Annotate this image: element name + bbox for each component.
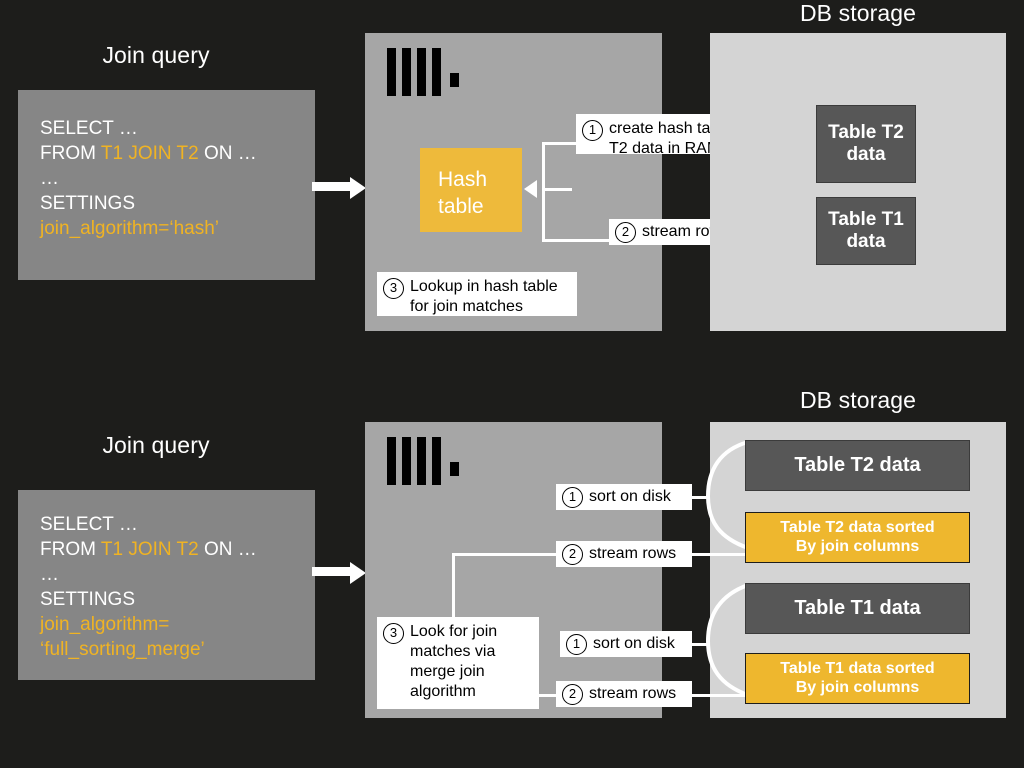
bottom-table-t1-chip: Table T1 data bbox=[745, 583, 970, 634]
bottom-callout-1-text: sort on disk bbox=[589, 488, 671, 505]
bottom-callout-stream-t1: 2 stream rows bbox=[556, 681, 692, 707]
bottom-table-t1-line-1: Table T1 data bbox=[794, 596, 921, 619]
bottom-table-t2-sorted-line-2: By join columns bbox=[795, 537, 920, 555]
bottom-table-t1-sorted-line-1: Table T1 data sorted bbox=[780, 659, 935, 677]
bottom-query-line-6: ‘full_sorting_merge’ bbox=[40, 639, 205, 660]
bottom-query-line-3: … bbox=[40, 564, 59, 585]
bottom-callout-4-text: stream rows bbox=[589, 685, 677, 702]
top-callout-2-text: stream rows bbox=[642, 223, 730, 240]
bottom-table-t1-sorted-line-2: By join columns bbox=[795, 678, 920, 696]
bottom-query-line-1: SELECT … bbox=[40, 514, 138, 535]
bottom-callout-sort-t1: 1 sort on disk bbox=[560, 631, 692, 657]
bottom-callout-2-number: 2 bbox=[562, 544, 583, 565]
bottom-query-from-kw: FROM bbox=[40, 539, 101, 560]
top-query-tables: T1 JOIN T2 bbox=[100, 143, 199, 164]
top-callout-1-number: 1 bbox=[582, 120, 603, 141]
top-table-t1-line-2: data bbox=[846, 231, 886, 252]
top-query-line-1: SELECT … bbox=[40, 118, 138, 139]
top-callout-3-text: Lookup in hash table for join matches bbox=[410, 278, 558, 315]
top-callout-2-number: 2 bbox=[615, 222, 636, 243]
bottom-table-t2-sorted-line-1: Table T2 data sorted bbox=[780, 518, 935, 536]
top-db-storage-heading: DB storage bbox=[799, 0, 917, 26]
bottom-query-tables: T1 JOIN T2 bbox=[100, 539, 199, 560]
bottom-query-line-2: FROM T1 JOIN T2 ON … bbox=[40, 537, 293, 562]
top-table-t2-line-2: data bbox=[846, 144, 886, 165]
bottom-callout-3-number: 1 bbox=[566, 634, 587, 655]
clickhouse-logo-icon bbox=[387, 48, 472, 96]
bottom-callout-stream-t2: 2 stream rows bbox=[556, 541, 692, 567]
arrow-right-icon bbox=[350, 177, 366, 199]
top-query-line-3: … bbox=[40, 168, 59, 189]
top-query-box: SELECT … FROM T1 JOIN T2 ON … … SETTINGS… bbox=[18, 90, 315, 280]
top-query-on-kw: ON … bbox=[198, 143, 257, 164]
bottom-callout-merge-join: 3 Look for join matches via merge join a… bbox=[377, 617, 539, 709]
bottom-join-query-heading: Join query bbox=[102, 432, 210, 458]
top-table-t2-chip: Table T2 data bbox=[816, 105, 916, 183]
bottom-table-t2-sorted-chip: Table T2 data sorted By join columns bbox=[745, 512, 970, 563]
bottom-callout-sort-t2: 1 sort on disk bbox=[556, 484, 692, 510]
top-join-query-heading: Join query bbox=[102, 42, 210, 68]
clickhouse-logo-icon bbox=[387, 437, 472, 485]
bottom-callout-5-text: Look for join matches via merge join alg… bbox=[410, 623, 498, 700]
bottom-callout-3-text: sort on disk bbox=[593, 635, 675, 652]
bottom-callout-1-number: 1 bbox=[562, 487, 583, 508]
bottom-bracket-t1 bbox=[705, 583, 749, 697]
bottom-bracket-t2 bbox=[705, 440, 749, 550]
top-table-t1-line-1: Table T1 bbox=[828, 208, 904, 230]
top-table-t2-line-1: Table T2 bbox=[828, 121, 904, 143]
bottom-callout-4-number: 2 bbox=[562, 684, 583, 705]
hash-table-box: Hash table bbox=[420, 148, 522, 232]
bottom-query-line-5: join_algorithm= bbox=[40, 614, 170, 635]
hash-table-line-1: Hash bbox=[438, 168, 488, 191]
arrow-left-icon bbox=[524, 180, 537, 198]
bottom-table-t2-line-1: Table T2 data bbox=[794, 453, 921, 476]
bottom-query-on-kw: ON … bbox=[198, 539, 257, 560]
bottom-flow-arrow bbox=[312, 562, 367, 584]
top-query-line-4: SETTINGS bbox=[40, 193, 136, 214]
arrow-right-icon bbox=[350, 562, 366, 584]
bottom-callout-2-text: stream rows bbox=[589, 545, 677, 562]
top-table-t1-chip: Table T1 data bbox=[816, 197, 916, 265]
top-callout-3-number: 3 bbox=[383, 278, 404, 299]
bottom-db-storage-heading: DB storage bbox=[799, 387, 917, 413]
bottom-query-line-4: SETTINGS bbox=[40, 589, 136, 610]
top-flow-arrow bbox=[312, 177, 367, 199]
bottom-query-box: SELECT … FROM T1 JOIN T2 ON … … SETTINGS… bbox=[18, 490, 315, 680]
top-callout-3: 3 Lookup in hash table for join matches bbox=[377, 272, 577, 316]
hash-table-line-2: table bbox=[438, 195, 484, 218]
bottom-callout-5-number: 3 bbox=[383, 623, 404, 644]
top-query-from-kw: FROM bbox=[40, 143, 101, 164]
top-query-line-2: FROM T1 JOIN T2 ON … bbox=[40, 141, 293, 166]
bottom-table-t2-chip: Table T2 data bbox=[745, 440, 970, 491]
bottom-table-t1-sorted-chip: Table T1 data sorted By join columns bbox=[745, 653, 970, 704]
top-query-line-5: join_algorithm=‘hash’ bbox=[40, 218, 220, 239]
